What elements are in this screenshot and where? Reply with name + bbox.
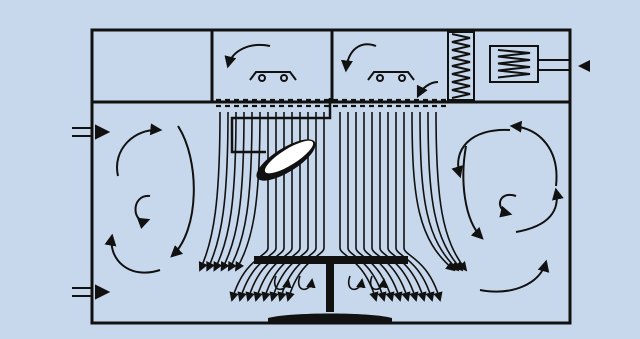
table-pedestal (326, 264, 334, 312)
recirculation-right (451, 120, 564, 293)
plenum-arrow-small (416, 81, 439, 99)
airflow-streamline (235, 111, 261, 272)
plenum-arrow-left (224, 44, 271, 69)
airflow-streamline (206, 111, 229, 272)
hepa-filter (447, 31, 475, 101)
operating-lamp (230, 98, 332, 181)
airflow-streamline (403, 112, 443, 302)
airflow-streamline (435, 111, 468, 272)
plenum-arrows (224, 43, 439, 99)
airflow-streamline (213, 111, 237, 272)
airflow-streamline (411, 111, 456, 272)
ceiling-fan-left (249, 71, 297, 82)
airflow-streamline (427, 111, 464, 272)
vent-upper-arrow (95, 124, 111, 140)
recirculation-left (104, 123, 195, 274)
ceiling-fan-right (367, 71, 415, 82)
table-top (254, 256, 408, 264)
plenum-arrow-right (340, 43, 377, 73)
left-wall-vents (72, 124, 111, 300)
lamp-lens (264, 140, 314, 174)
airflow-streamline (220, 111, 245, 272)
diagram-canvas (6, 6, 634, 333)
table-base (268, 313, 392, 322)
laminar-ceiling-diffuser (216, 98, 446, 108)
airflow-streamline (227, 111, 253, 272)
vent-lower-arrow (95, 284, 111, 300)
operating-table (254, 256, 408, 322)
fan-unit (489, 45, 570, 83)
under-table-swirls (273, 275, 388, 291)
airflow-streamline (419, 111, 460, 272)
lamp-swing-arm (230, 98, 332, 154)
supply-air-inlet-arrow (578, 60, 590, 72)
airflow-streamline (198, 111, 221, 272)
